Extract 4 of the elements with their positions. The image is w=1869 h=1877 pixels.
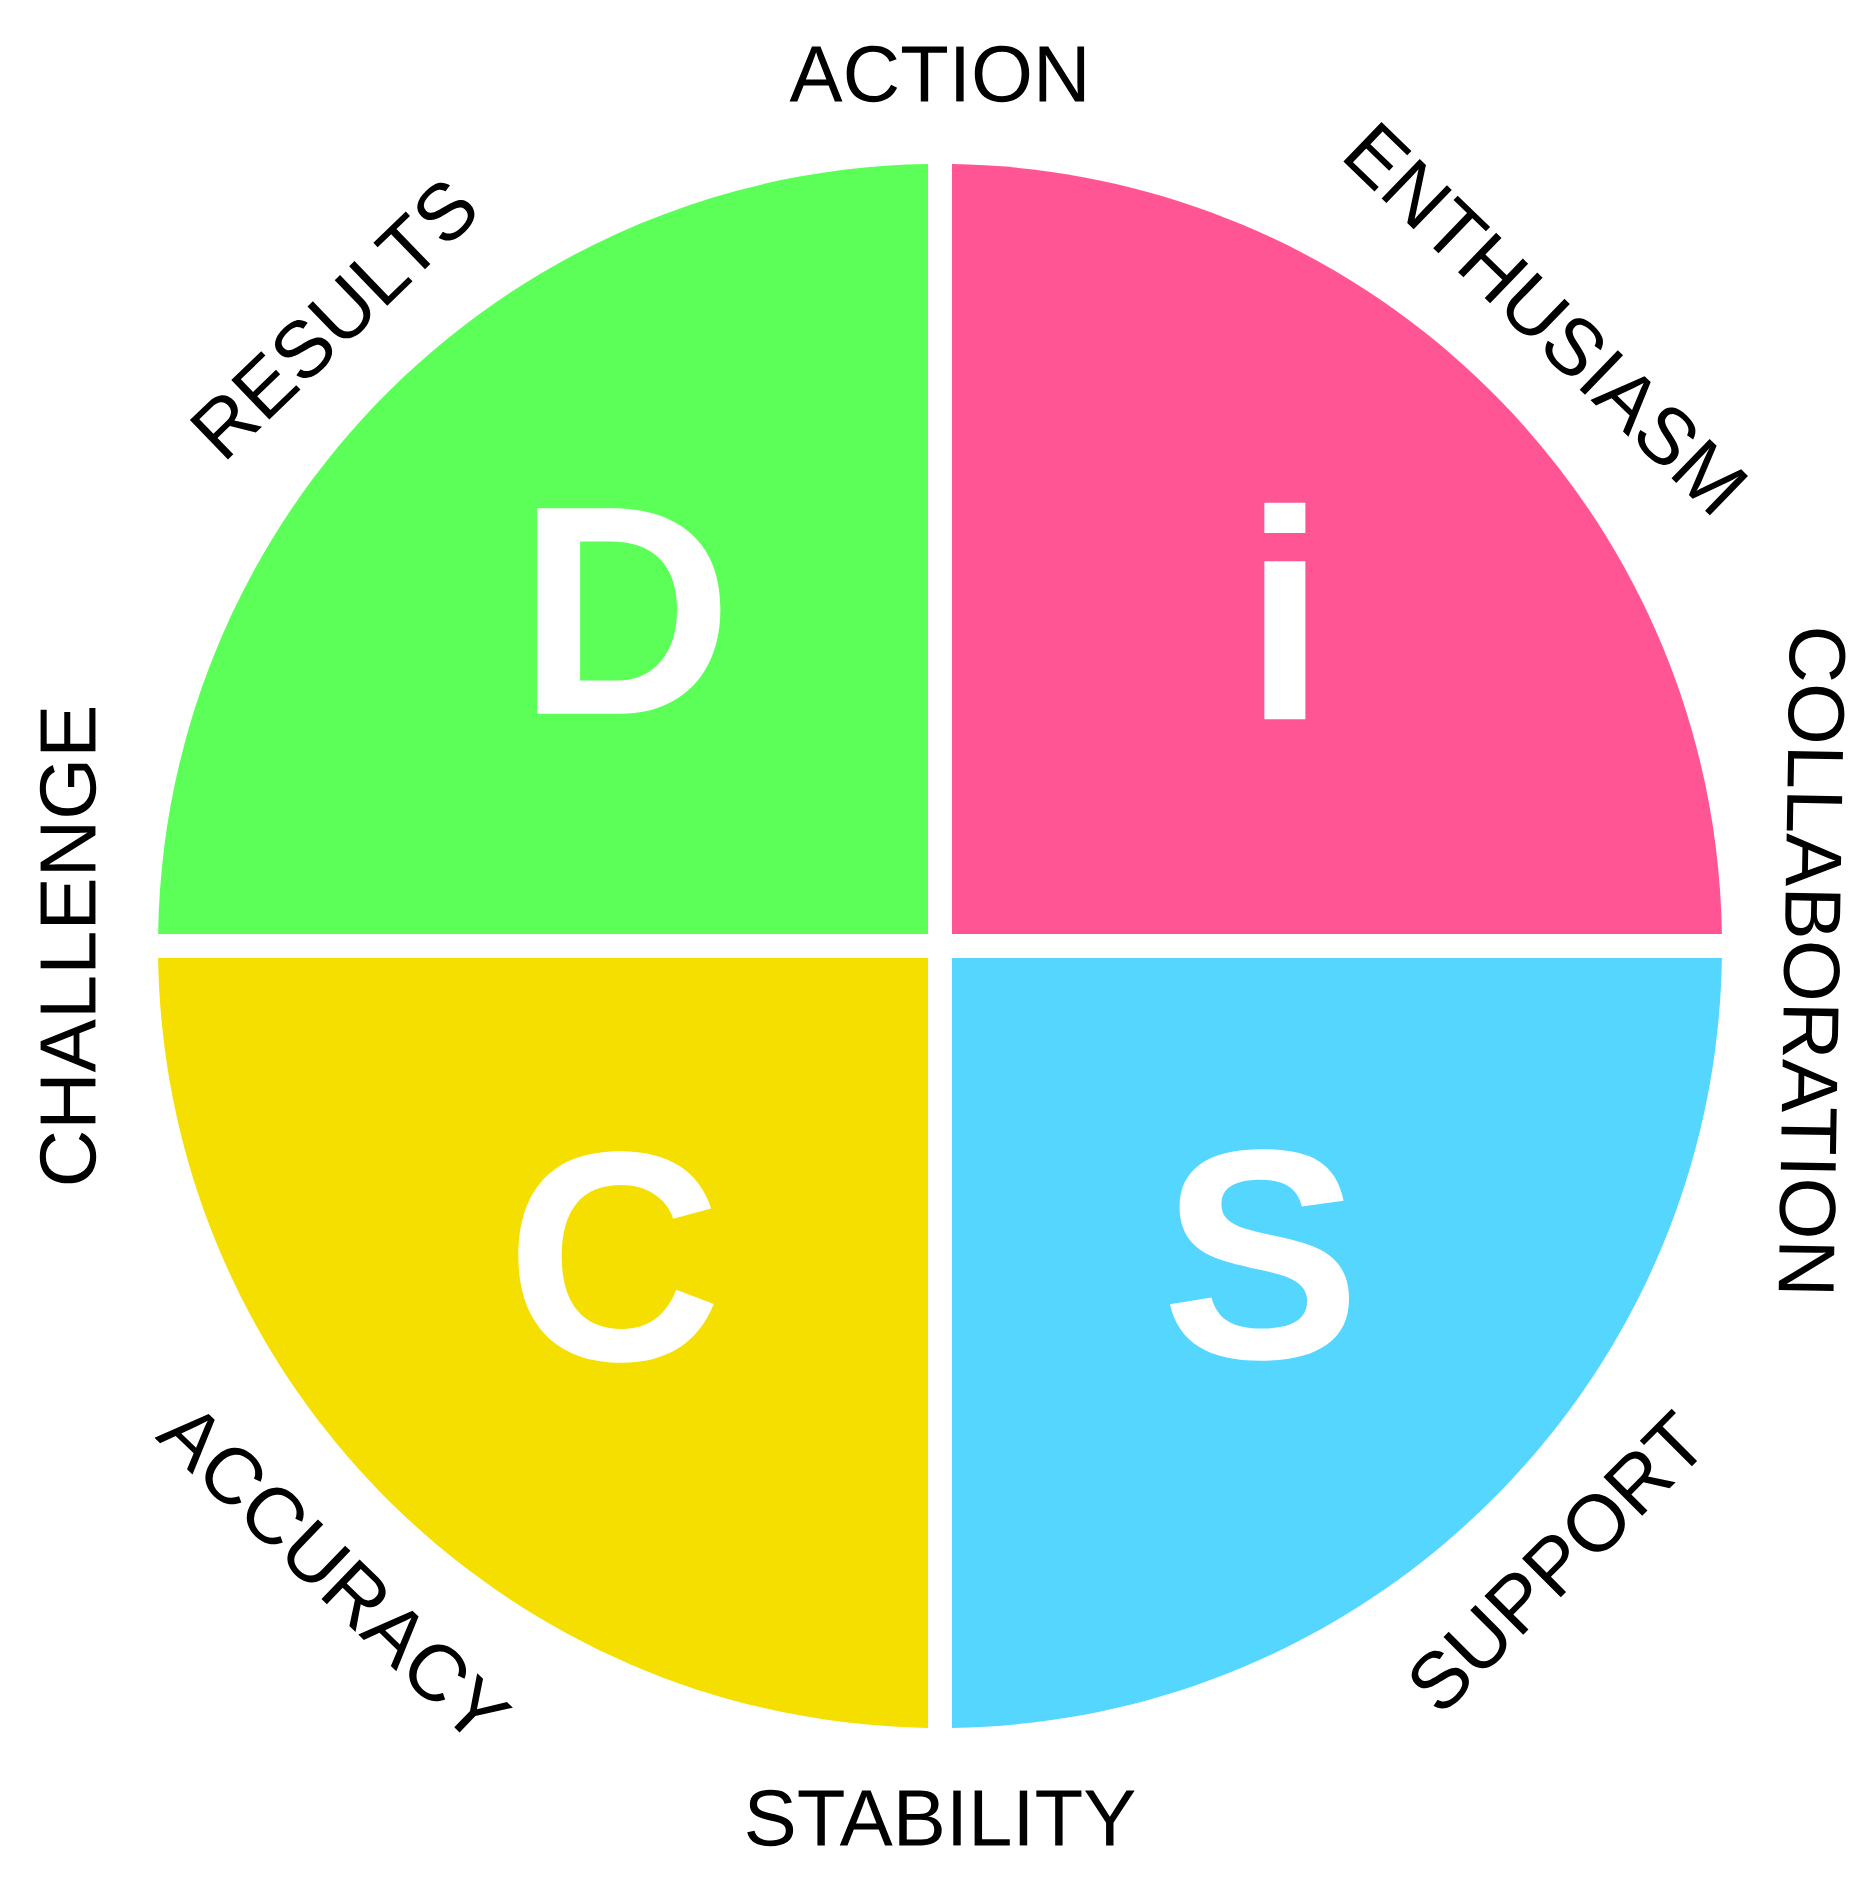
trait-label: CHALLENGE (39, 708, 97, 1184)
trait-label: ACTION (789, 45, 1085, 103)
trait-label: STABILITY (747, 1789, 1135, 1847)
trait-label: COLLABORATION (1778, 629, 1846, 1291)
